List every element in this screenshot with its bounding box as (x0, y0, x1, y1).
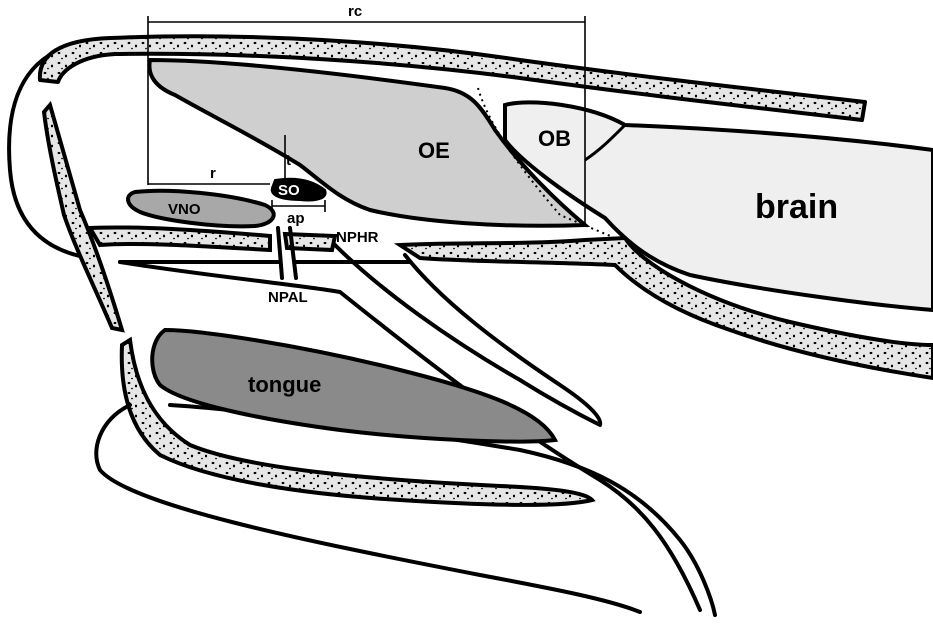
label-vno: VNO (168, 201, 201, 218)
label-ob: OB (538, 126, 571, 151)
palate-bone (90, 227, 270, 250)
label-nphr: NPHR (336, 229, 379, 246)
label-r: r (210, 165, 216, 182)
label-brain: brain (755, 188, 838, 226)
label-npal: NPAL (268, 289, 308, 306)
label-t: t (286, 152, 291, 169)
premaxilla-bone (44, 105, 122, 330)
vno-organ (128, 191, 274, 227)
label-oe: OE (418, 138, 450, 163)
label-ap: ap (287, 210, 305, 227)
tongue (152, 330, 555, 442)
label-so: SO (278, 182, 300, 199)
label-tongue: tongue (248, 372, 321, 397)
label-rc: rc (348, 3, 362, 20)
